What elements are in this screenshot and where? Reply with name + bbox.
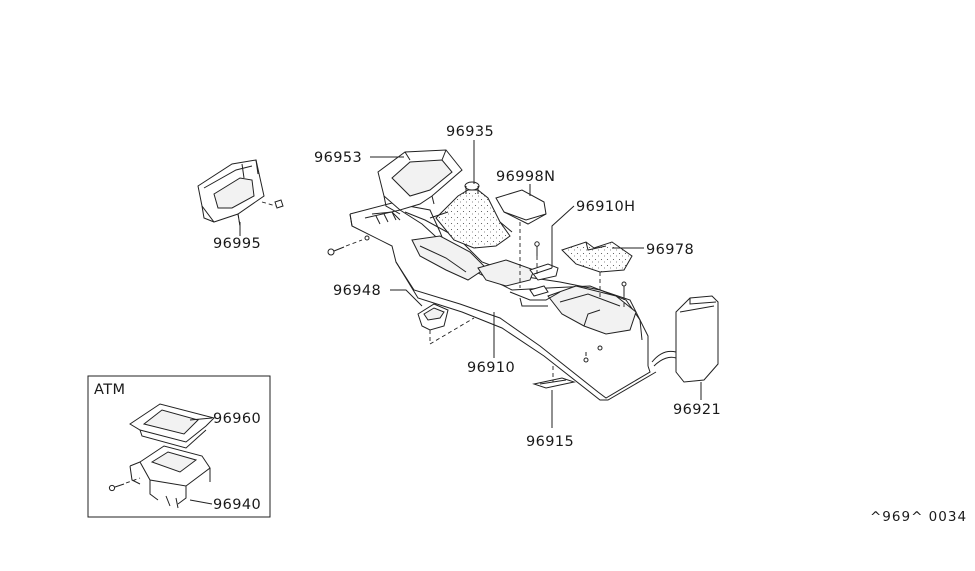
- label-96910: 96910: [467, 360, 515, 376]
- label-96940: 96940: [213, 497, 261, 513]
- pad-96978-illustration: [561, 241, 633, 273]
- pocket-96948-illustration: [417, 303, 449, 331]
- label-96915: 96915: [526, 434, 574, 450]
- label-96910H: 96910H: [576, 199, 635, 215]
- leader-lines: [239, 140, 702, 428]
- label-96953: 96953: [314, 150, 362, 166]
- label-96921: 96921: [673, 402, 721, 418]
- label-96978: 96978: [646, 242, 694, 258]
- label-96960: 96960: [213, 411, 261, 427]
- atm-inset: ATM: [87, 375, 271, 518]
- label-96935: 96935: [446, 124, 494, 140]
- shift-boot-illustration: [429, 181, 513, 249]
- lid-96998N-illustration: [495, 189, 547, 225]
- bracket-96995-illustration: [197, 159, 284, 227]
- inset-label: ATM: [94, 382, 125, 398]
- screw-illustration: [327, 239, 363, 256]
- label-96948: 96948: [333, 283, 381, 299]
- top-bezel-illustration: [377, 149, 463, 215]
- plate-96915-illustration: [532, 377, 576, 389]
- drawing-code: ^969^ 0034: [870, 509, 967, 525]
- side-cushion-96921-illustration: [675, 295, 719, 383]
- label-96998N: 96998N: [496, 169, 555, 185]
- label-96995: 96995: [213, 236, 261, 252]
